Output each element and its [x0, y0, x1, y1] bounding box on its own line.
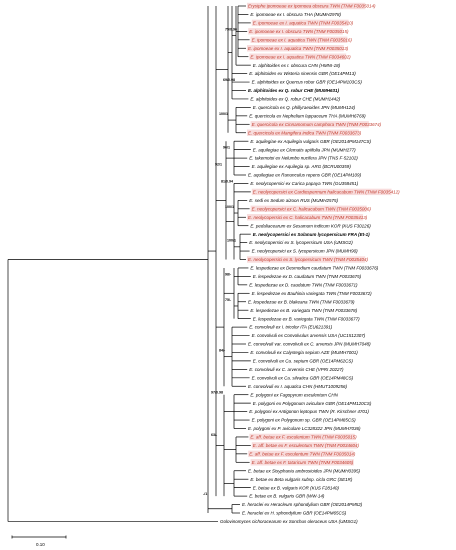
taxon-label: E. quercicola ex Cinnamomum camphora TWN…: [252, 122, 382, 127]
taxon-label: Golovinomyces cichoracearum ex Sonchus o…: [220, 519, 358, 524]
support-value: 63/-: [211, 433, 218, 437]
taxon-label: E. lespedezae ex Bauhinia variegata TWN …: [252, 291, 373, 296]
taxon-label: E. lespedezae ex D. caudatum TWN (TNM F0…: [253, 274, 362, 279]
support-value: 92/1: [215, 163, 222, 167]
taxon-label: E. neolycopersici ex S. lycopersicum USA…: [249, 240, 353, 245]
taxon-label: E. neolycopersici ex Cardiospermum halic…: [253, 190, 400, 195]
taxon-label: E. neolycopersici ex Carica papaya TWN (…: [250, 181, 358, 186]
taxon-label: E. aquilegiae ex Aquilegia vulgaris GBR …: [250, 139, 371, 144]
support-value: 100/1: [227, 239, 236, 243]
taxon-label: E. convolvuli ex I. aquatica CHN (HMUT10…: [248, 384, 348, 389]
taxon-label: E. heraclei ex H. sphondylium GBR (OE14P…: [242, 511, 347, 516]
highlight-layer: [247, 2, 392, 466]
taxon-label: E. alphitoides ex Quercus robur GBR (OE1…: [252, 80, 363, 85]
taxon-label: E. ipomoeae ex I. aquatica TWN (TNM F003…: [253, 21, 354, 26]
scale-bar-label: 0.10: [36, 542, 45, 547]
support-value: 84/-: [219, 348, 226, 352]
taxon-label: E. ipomoeae ex I. obscura TWN (TNM F0035…: [249, 29, 349, 34]
highlight-box: [247, 129, 359, 136]
taxon-label: E. neolycopersici ex S. lycopersicum JPN…: [252, 249, 359, 254]
taxon-label: E. ipomoeae ex I. aquatica TWN (TNM F003…: [252, 37, 353, 42]
highlight-box: [251, 442, 358, 449]
taxon-label: E. lespedezae ex B. blakeana TWN (TNM F0…: [248, 299, 355, 304]
taxon-label: E. heraclei ex Heracleum sphondylium GBR…: [242, 502, 363, 507]
support-value: 100/1: [225, 205, 234, 209]
support-value: 98/-: [225, 272, 232, 276]
taxon-label: E. alphitoides ex I. obscura CHN (HMNI-1…: [253, 63, 341, 68]
taxon-label: E. alphitoides ex Wisteria sinensis GBR …: [249, 71, 356, 76]
taxon-label: E. aquilegiae ex Ranunculus repens GBR (…: [248, 173, 362, 178]
highlight-box: [248, 28, 343, 35]
taxon-label: E. betae ex B. vulgaris GBR (WW-14): [249, 494, 325, 499]
highlight-box: [251, 188, 392, 196]
support-value: 97/0.98: [211, 391, 223, 395]
taxon-label: E. polygoni ex Antigonon leptopus TWN (R…: [249, 409, 369, 414]
taxon-label: E. lespedezae ex B. variegata TWN (TNM F…: [250, 308, 357, 313]
highlight-box: [249, 433, 355, 441]
taxon-label: E. aff. betae ex F. tataricum TWN (TNM F…: [252, 460, 354, 465]
scale-bar: 0.10: [11, 535, 67, 547]
highlight-box: [250, 121, 369, 128]
taxon-label: E. polygoni ex Polygonum sp. GBR (OE14PM…: [252, 418, 357, 423]
highlight-box: [247, 45, 344, 52]
taxon-label: E. sedi ex Sedum aizoon RUS (MUMH2575): [249, 198, 338, 203]
support-value: 75/-: [225, 298, 232, 302]
taxon-label: Erysiphe ipomoeae ex Ipomoea obscura TWN…: [248, 4, 376, 9]
support-value: 75/0.96: [225, 27, 237, 31]
taxon-label: E. aff. betae ex F. esculentum TWN (TNM …: [249, 451, 356, 456]
taxon-label: E. ipomoeae ex I. aquatica TWN (TNM F003…: [248, 46, 349, 51]
taxon-label: E. pedaliacearum ex Sesamum indicum KOR …: [250, 223, 371, 228]
taxon-label: E. betae ex Beta vulgaris subsp. cicla G…: [250, 477, 353, 482]
taxon-label: E. neolycopersici ex C. halicacabum TWN …: [248, 215, 368, 220]
support-value: 100/1: [219, 112, 228, 116]
taxon-label: E. convolvuli ex Ca. silvatica GBR (OE14…: [252, 375, 354, 380]
taxon-label: E. neolycopersici ex C. halicacabum TWN …: [252, 206, 372, 211]
taxon-label: E. quercicola ex Mangifera indica TWN (T…: [248, 130, 362, 135]
taxon-label: E. lespedezae ex Desmodium caudatum TWN …: [250, 266, 378, 271]
highlight-box: [247, 214, 364, 221]
taxon-label: E. aquilegiae ex Aquilegia sp. ARG (BCRU…: [252, 164, 352, 169]
highlight-box: [250, 36, 348, 43]
taxon-label: E. convolvuli ex C. arvensis CHE (VPRI 2…: [249, 367, 344, 372]
taxon-label: E. convolvuli ex Convolvulus arvensis US…: [252, 333, 366, 338]
taxon-label: E. convolvuli ex I. tricolor ITA (EU6213…: [249, 325, 333, 330]
highlight-box: [248, 450, 354, 458]
highlight-box: [247, 2, 366, 10]
taxon-label: E. alphitoides ex Q. robur CHE (MUMH631): [248, 88, 340, 93]
support-value: 81/0.94: [221, 179, 233, 183]
taxon-label: E. quercicola ex Q. phillyraeoides JPN (…: [253, 105, 356, 110]
highlight-box: [247, 256, 366, 263]
taxon-label: E. neolycopersici ex Solanum lycopersicu…: [253, 232, 370, 237]
taxon-labels: Erysiphe ipomoeae ex Ipomoea obscura TWN…: [220, 4, 400, 524]
taxon-label: E. lespedezae ex B. variegata TWN (TNM F…: [253, 316, 360, 321]
tree-branches: [7, 5, 251, 522]
taxon-label: E. polygoni ex Fagopyrum esculentum CHN: [250, 392, 338, 397]
taxon-label: E. polygoni ex Polygonum aviculare GBR (…: [253, 401, 372, 406]
highlight-box: [250, 205, 367, 212]
taxon-label: E. betae ex Sisyphania ambrosioides JPN …: [248, 468, 361, 473]
taxon-label: E. aquilegiae ex Clematis apiifolia JPN …: [253, 147, 356, 152]
support-value: 96/1: [223, 146, 230, 150]
taxon-label: E. ipomoeae ex I. aquatica TWN (TNM F003…: [250, 54, 351, 59]
highlight-box: [251, 19, 349, 27]
taxon-label: E. quercicola ex Nephelium lappaceum THA…: [249, 113, 366, 118]
support-value: -/1: [203, 492, 207, 496]
taxon-label: E. neolycopersici ex S. lycopersicum TWN…: [248, 257, 369, 262]
highlight-box: [250, 459, 354, 466]
taxon-label: E. polygoni ex P. aviculare LC328322 JPN…: [248, 426, 361, 431]
taxon-label: E. convolvuli ex Calystegia sepium AZE (…: [250, 350, 358, 355]
taxon-label: E. ipomoeae ex I. obscura THA (MUMH2978): [250, 12, 341, 17]
taxon-label: E. convolvuli var. convolvuli ex C. arve…: [248, 342, 371, 347]
support-value: 69/0.98: [223, 78, 235, 82]
taxon-label: E. takemotoi ex Nelumbo nucifera JPN (TN…: [249, 156, 358, 161]
taxon-label: E. aff. betae ex F. esculentum TWN (TNM …: [250, 435, 357, 440]
taxon-label: E. convolvuli ex Ca. sepium GBR (OE14PM6…: [253, 359, 354, 364]
taxon-label: E. lespedezae ex D. caudatum TWN (TNM F0…: [249, 282, 358, 287]
taxon-label: E. betae ex B. vulgaris KOR (KUS F28140): [253, 485, 340, 490]
highlight-box: [249, 53, 347, 60]
taxon-label: E. aff. betae ex F. esculentum TWN (TNM …: [253, 443, 360, 448]
support-values: 75/0.96 69/0.98 100/1 96/1 92/1 81/0.94 100/1 1…: [203, 27, 237, 496]
taxon-label: E. alphitoides ex Q. robur CHE (MUMH1442…: [250, 97, 340, 102]
